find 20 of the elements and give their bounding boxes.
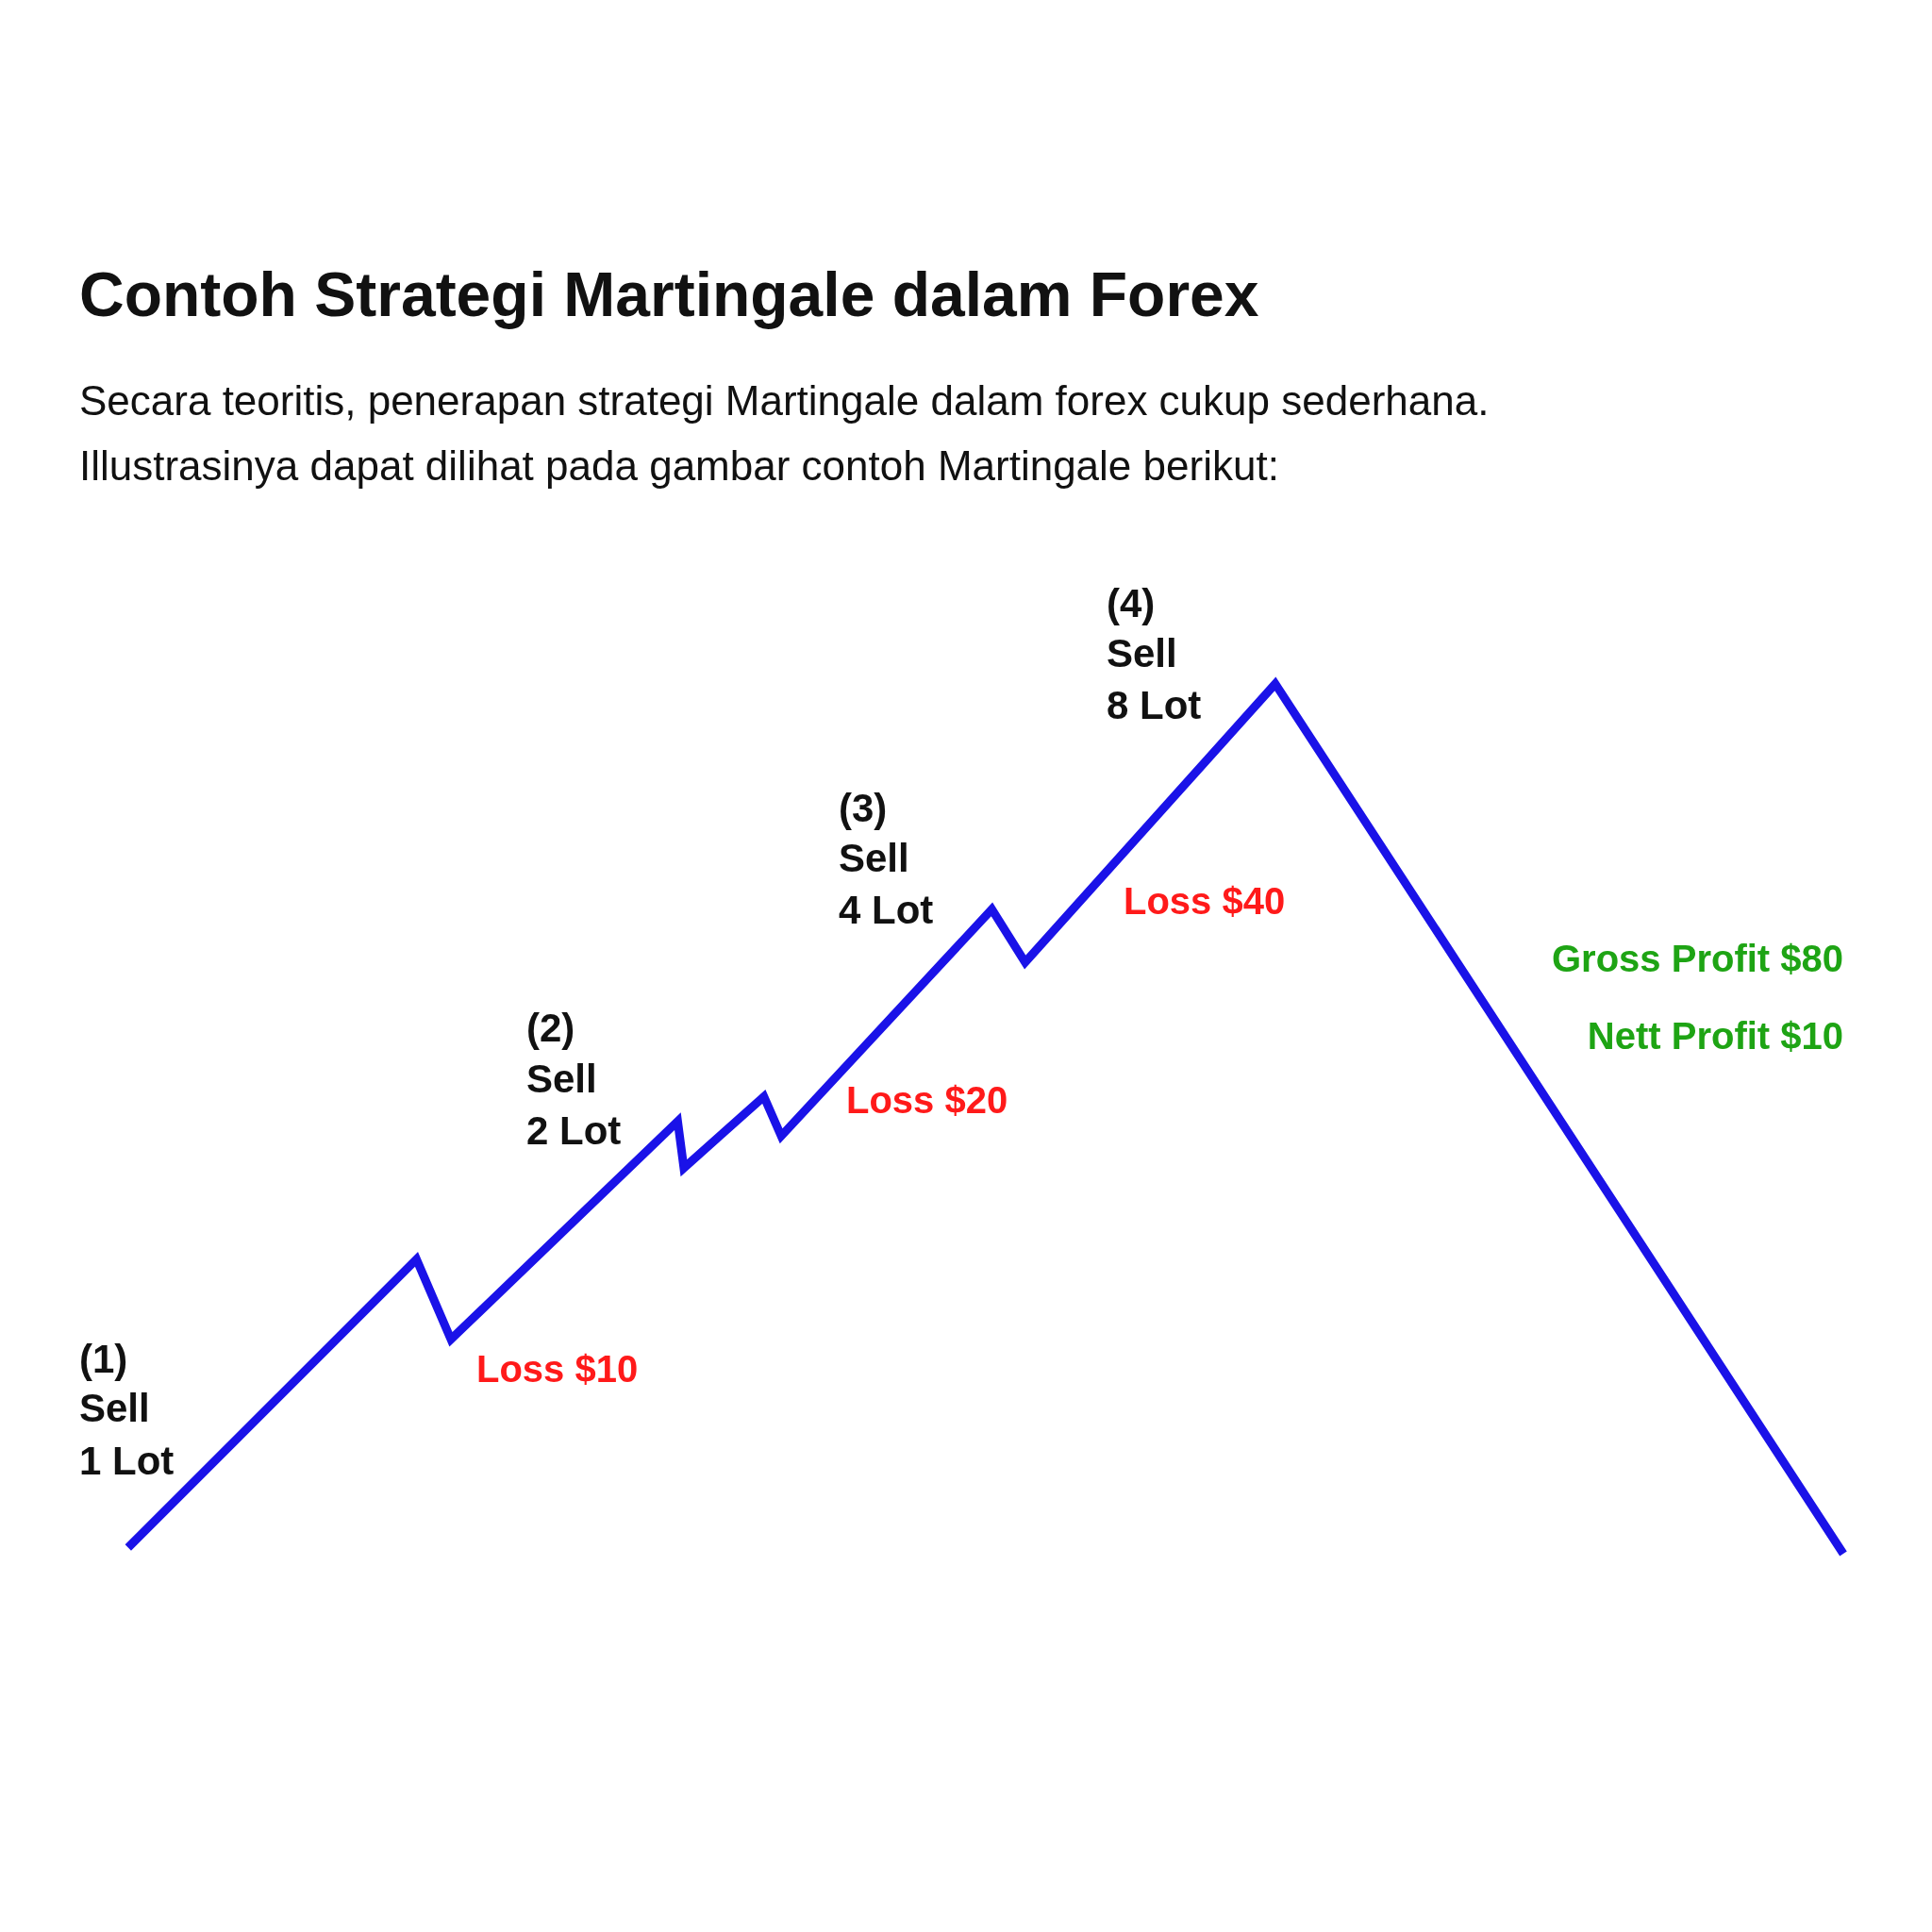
intro-text: Illustrasinya dapat dilihat pada gambar contoh Martingale berikut:: [79, 441, 1279, 491]
order-label: Sell: [839, 835, 909, 882]
lot-size-label: 4 Lot: [839, 887, 934, 934]
step-number: (2): [526, 1005, 575, 1052]
step-number: (1): [79, 1336, 128, 1383]
intro-text: Secara teoritis, penerapan strategi Martingale dalam forex cukup sederhana.: [79, 376, 1490, 425]
loss-label: Loss $10: [476, 1347, 639, 1391]
lot-size-label: 8 Lot: [1107, 682, 1202, 729]
title: Contoh Strategi Martingale dalam Forex: [79, 259, 1259, 331]
order-label: Sell: [79, 1385, 150, 1432]
order-label: Sell: [1107, 630, 1177, 677]
lot-size-label: 2 Lot: [526, 1108, 622, 1155]
step-number: (3): [839, 785, 888, 832]
order-label: Sell: [526, 1056, 597, 1103]
loss-label: Loss $40: [1124, 879, 1286, 923]
loss-label: Loss $20: [846, 1078, 1008, 1122]
profit-label: Gross Profit $80: [1552, 937, 1843, 980]
profit-label: Nett Profit $10: [1587, 1014, 1843, 1058]
lot-size-label: 1 Lot: [79, 1438, 175, 1485]
step-number: (4): [1107, 580, 1156, 627]
